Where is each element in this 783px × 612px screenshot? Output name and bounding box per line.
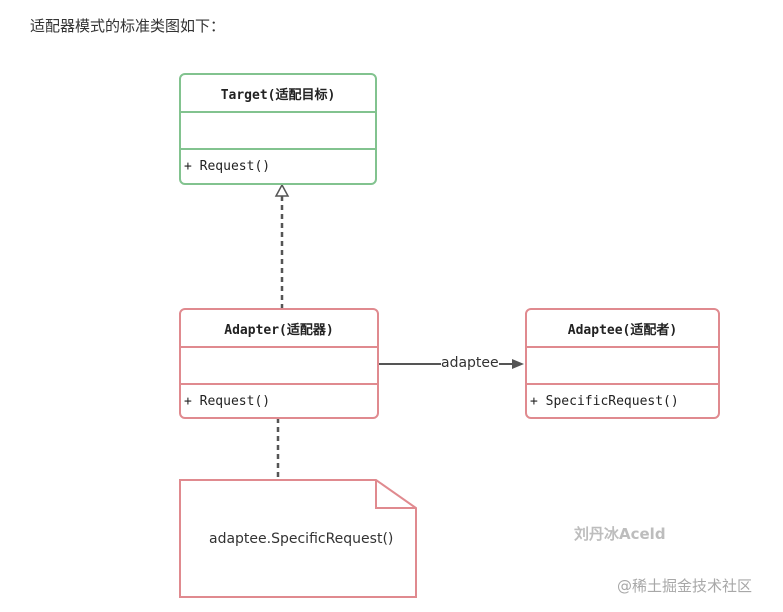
adapter-class-title: Adapter(适配器) [224,322,334,338]
adapter-class[interactable]: Adapter(适配器) + Request() [179,308,379,419]
association-label: adaptee [441,355,499,371]
realization-arrowhead [274,183,290,197]
adapter-method: + Request() [181,383,377,417]
note-text: adaptee.SpecificRequest() [209,531,394,547]
note-shape [179,479,417,598]
target-attributes [181,111,375,148]
adaptee-class-title: Adaptee(适配者) [567,322,678,338]
note-fold [375,480,416,509]
target-class-title: Target(适配目标) [220,87,336,103]
adaptee-method: + SpecificRequest() [527,383,718,417]
site-watermark: @稀土掘金技术社区 [617,577,753,595]
adaptee-attributes [527,346,718,383]
target-method: + Request() [181,148,375,183]
intro-text: 适配器模式的标准类图如下： [30,17,226,35]
target-class[interactable]: Target(适配目标) + Request() [179,73,377,185]
association-arrowhead [512,359,524,369]
adapter-attributes [181,346,377,383]
adaptee-class[interactable]: Adaptee(适配者) + SpecificRequest() [525,308,720,419]
author-watermark: 刘丹冰Aceld [574,525,666,543]
